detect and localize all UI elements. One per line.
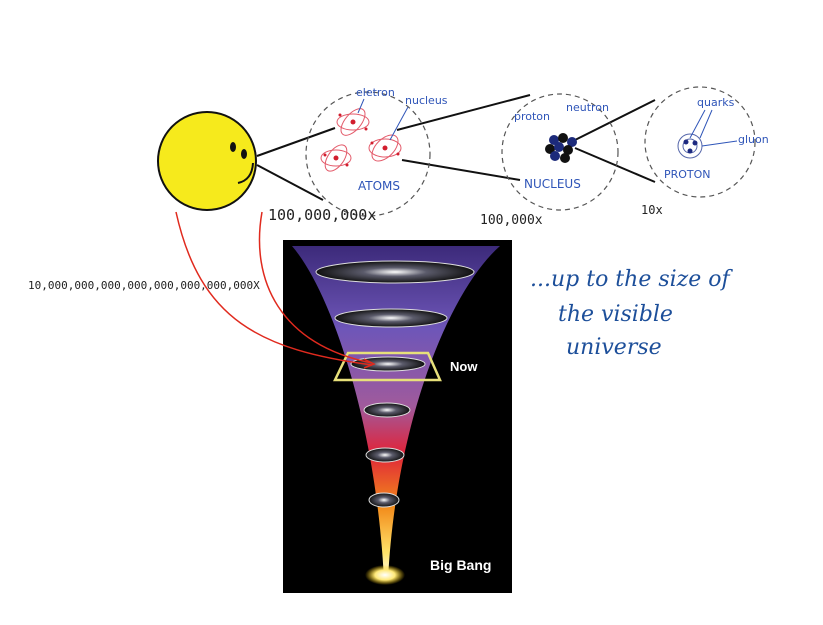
universe-slice-now (350, 356, 426, 372)
big-bang-glow (365, 565, 405, 585)
universe-expansion-image: Now Big Bang (283, 240, 512, 593)
proton-panel: quarks gluon PROTON (644, 86, 769, 198)
multiplier-universe: 10,000,000,000,000,000,000,000,000X (28, 279, 260, 292)
note-line-1: ...up to the size of (530, 267, 734, 292)
red-arrow-upper (258, 211, 373, 364)
now-highlight-box (333, 351, 442, 382)
atoms-zoom-circle (305, 91, 431, 217)
atom-icon (320, 108, 402, 172)
red-arrowhead (363, 358, 376, 369)
proton-caption: PROTON (664, 168, 711, 181)
electron-pointer (357, 98, 365, 114)
nucleus-pointer (389, 106, 409, 141)
universe-slice (315, 260, 475, 284)
nucleus-panel: proton neutron NUCLEUS (501, 93, 619, 211)
universe-note: ...up to the size of the visible univers… (530, 267, 734, 360)
quarks-label: quarks (697, 96, 735, 109)
note-line-2: the visible (558, 302, 673, 327)
universe-slice (365, 447, 405, 463)
zoom-branch-lines (256, 94, 656, 201)
multiplier-10: 10x (641, 203, 663, 217)
note-line-3: universe (566, 335, 662, 360)
multiplier-100-thousand: 100,000x (480, 213, 543, 228)
nucleus-zoom-circle (501, 93, 619, 211)
red-arrows (175, 211, 376, 369)
big-bang-label: Big Bang (430, 557, 491, 573)
proton-label: proton (514, 110, 550, 123)
multiplier-100-million: 100,000,000x (268, 206, 376, 224)
now-label: Now (450, 359, 478, 374)
neutron-label: neutron (566, 101, 609, 114)
gluon-label: gluon (738, 133, 769, 146)
nucleus-label: nucleus (405, 94, 448, 107)
atom-electrons (323, 113, 400, 167)
quark-dots (683, 139, 698, 154)
quarks-pointer (689, 109, 713, 139)
atoms-caption: ATOMS (358, 179, 400, 193)
universe-slice (334, 308, 448, 328)
nucleus-caption: NUCLEUS (524, 177, 581, 191)
universe-slice (368, 492, 400, 508)
smiley-face-icon (157, 111, 257, 211)
universe-slice (363, 402, 411, 418)
red-arrow-lower (175, 211, 373, 366)
atoms-panel: eletron nucleus ATOMS (305, 86, 448, 217)
proton-zoom-circle (644, 86, 756, 198)
nucleus-icon (545, 133, 577, 163)
electron-label: eletron (356, 86, 395, 99)
gluon-pointer (701, 140, 738, 147)
